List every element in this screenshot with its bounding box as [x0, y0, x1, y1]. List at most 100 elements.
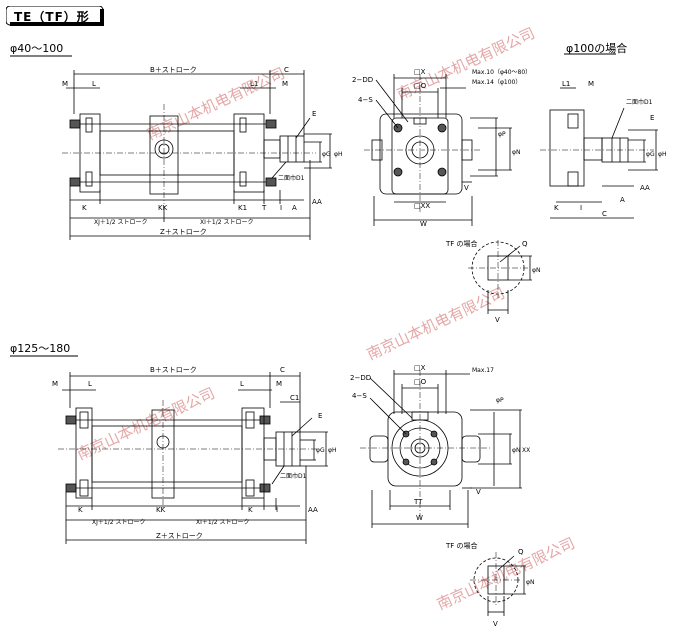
label-w: W	[416, 514, 423, 522]
label-k: K	[78, 506, 83, 514]
label-k: K	[82, 204, 87, 212]
label-phi-n: φN	[532, 267, 540, 274]
label-e: E	[318, 412, 322, 420]
label-phi-h: φH	[328, 447, 336, 454]
label-sq-o: □O	[414, 82, 427, 90]
label-max17: Max.17	[472, 367, 494, 374]
cylinder-front-view-small	[364, 74, 512, 226]
label-phi-n: φN	[526, 579, 534, 586]
watermark-text: 南京山本机电有限公司	[364, 284, 508, 364]
label-sq-o: □O	[414, 378, 427, 386]
page-title: TE（TF）形	[14, 10, 90, 24]
label-xj: XJ＋1/2 ストローク	[94, 219, 147, 226]
phi100-side-view	[540, 53, 658, 219]
label-e: E	[312, 110, 316, 118]
label-xj: XJ＋1/2 ストローク	[92, 519, 145, 526]
label-l: L	[92, 80, 96, 88]
label-phi-h: φH	[658, 151, 666, 158]
tf-detail-small	[468, 240, 532, 314]
label-i: I	[276, 506, 278, 514]
label-phi-p: φP	[496, 397, 504, 404]
section-heading-small: φ40〜100	[10, 42, 64, 55]
label-phi-g: φG	[316, 447, 325, 454]
label-k1: K1	[238, 204, 247, 212]
label-a: A	[620, 196, 625, 204]
label-c: C	[602, 210, 607, 218]
label-phi-p: φP	[498, 131, 506, 138]
label-m: M	[62, 80, 68, 88]
label-z-stroke: Z＋ストローク	[156, 532, 203, 540]
label-s: 4−S	[352, 392, 367, 400]
label-q: Q	[518, 548, 524, 556]
label-i: I	[280, 204, 282, 212]
label-sq-x: □X	[414, 364, 426, 372]
label-m: M	[282, 80, 288, 88]
label-aa: AA	[640, 184, 650, 192]
cylinder-front-view-large	[360, 370, 522, 528]
label-phi-n: φN	[512, 447, 520, 454]
label-b-stroke: B＋ストローク	[150, 66, 197, 74]
label-phi-g: φG	[646, 151, 655, 158]
section-heading-phi100: φ100の場合	[566, 42, 628, 55]
label-xi: XI＋1/2 ストローク	[196, 519, 249, 526]
label-k: K	[554, 204, 559, 212]
label-i: I	[580, 204, 582, 212]
label-nifacedi: 二面巾D1	[280, 472, 307, 480]
label-l: L	[240, 380, 244, 388]
tf-label-large: TF の場合	[445, 541, 478, 550]
label-m: M	[276, 380, 282, 388]
label-max10: Max.10（φ40〜80）	[472, 69, 531, 76]
label-kk: KK	[156, 506, 166, 514]
watermark-text: 南京山本机电有限公司	[74, 384, 218, 464]
label-xx: XX	[522, 447, 530, 454]
label-phi-g: φG	[322, 151, 331, 158]
label-a: A	[292, 204, 297, 212]
label-kk: KK	[158, 204, 168, 212]
dimension-labels: B＋ストローク C M L L1 M E K KK K1 T I A AA XJ…	[52, 66, 666, 628]
label-xi: XI＋1/2 ストローク	[200, 219, 253, 226]
label-c: C	[284, 66, 289, 74]
label-e: E	[650, 114, 654, 122]
title-tab	[5, 5, 104, 26]
label-dd: 2−DD	[352, 76, 373, 84]
tf-label-small: TF の場合	[445, 239, 478, 248]
label-m: M	[52, 380, 58, 388]
label-v: V	[493, 620, 498, 628]
cylinder-side-view-large	[10, 355, 328, 544]
label-v: V	[495, 316, 500, 324]
label-v: V	[464, 184, 469, 192]
watermark-text: 南京山本机电有限公司	[144, 64, 288, 144]
label-max14: Max.14（φ100）	[472, 79, 521, 86]
label-l1: L1	[562, 80, 570, 88]
label-nifacedi: 二面巾D1	[626, 98, 653, 106]
label-l1: L1	[250, 80, 258, 88]
label-w: W	[420, 220, 427, 228]
label-t: T	[261, 204, 267, 212]
label-nifacedi: 二面巾D1	[278, 174, 305, 182]
label-sq-x: □X	[414, 68, 426, 76]
label-k: K	[248, 506, 253, 514]
label-aa: AA	[308, 506, 318, 514]
label-q: Q	[522, 240, 528, 248]
cylinder-side-view-small	[10, 55, 332, 240]
label-aa: AA	[312, 198, 322, 206]
label-c1: C1	[290, 394, 299, 402]
label-m: M	[588, 80, 594, 88]
label-s: 4−S	[358, 96, 373, 104]
title-tab-shape	[5, 5, 104, 26]
section-heading-large: φ125〜180	[10, 342, 71, 355]
label-z-stroke: Z＋ストローク	[160, 228, 207, 236]
label-phi-h: φH	[334, 151, 342, 158]
label-l: L	[88, 380, 92, 388]
label-phi-n: φN	[512, 149, 520, 156]
label-b-stroke: B＋ストローク	[150, 366, 197, 374]
watermark-layer: 南京山本机电有限公司 南京山本机电有限公司 南京山本机电有限公司 南京山本机电有…	[74, 24, 578, 614]
label-c: C	[280, 366, 285, 374]
label-v: V	[476, 488, 481, 496]
label-tt: TT	[413, 498, 423, 506]
tf-detail-large	[470, 552, 526, 616]
label-dd: 2−DD	[350, 374, 371, 382]
label-sq-xx: □XX	[414, 202, 430, 210]
